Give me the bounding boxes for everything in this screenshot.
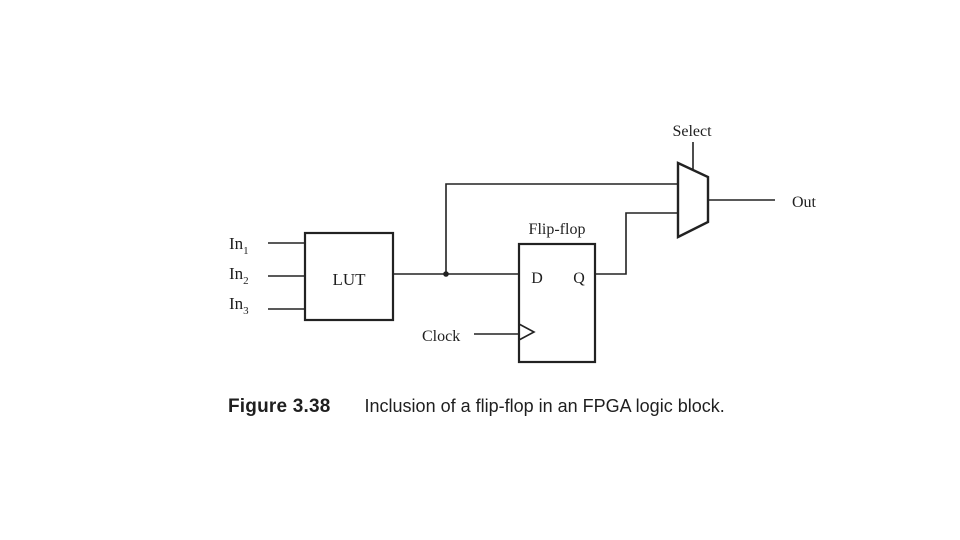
lut-block xyxy=(303,231,395,322)
flipflop-block xyxy=(517,242,597,364)
clock-label: Clock xyxy=(422,328,460,345)
bypass-wire xyxy=(445,183,678,274)
input-label-1: In1 xyxy=(229,234,249,257)
multiplexer xyxy=(676,161,710,239)
junction-dot xyxy=(443,271,449,277)
input-label-3: In3 xyxy=(229,294,249,317)
clock-triangle xyxy=(518,323,536,341)
q-output-wire xyxy=(595,212,678,275)
lut-label: LUT xyxy=(332,270,366,289)
input-label-2: In2 xyxy=(229,264,249,287)
flipflop-d-label: D xyxy=(531,270,543,287)
flipflop-title: Flip-flop xyxy=(529,221,586,238)
figure-number: Figure 3.38 xyxy=(228,396,331,417)
figure-caption-text: Inclusion of a flip-flop in an FPGA logi… xyxy=(364,396,725,416)
output-label: Out xyxy=(792,194,817,211)
select-label: Select xyxy=(672,123,712,140)
flipflop-q-label: Q xyxy=(573,270,585,287)
figure-caption: Figure 3.38 Inclusion of a flip-flop in a… xyxy=(228,396,725,418)
